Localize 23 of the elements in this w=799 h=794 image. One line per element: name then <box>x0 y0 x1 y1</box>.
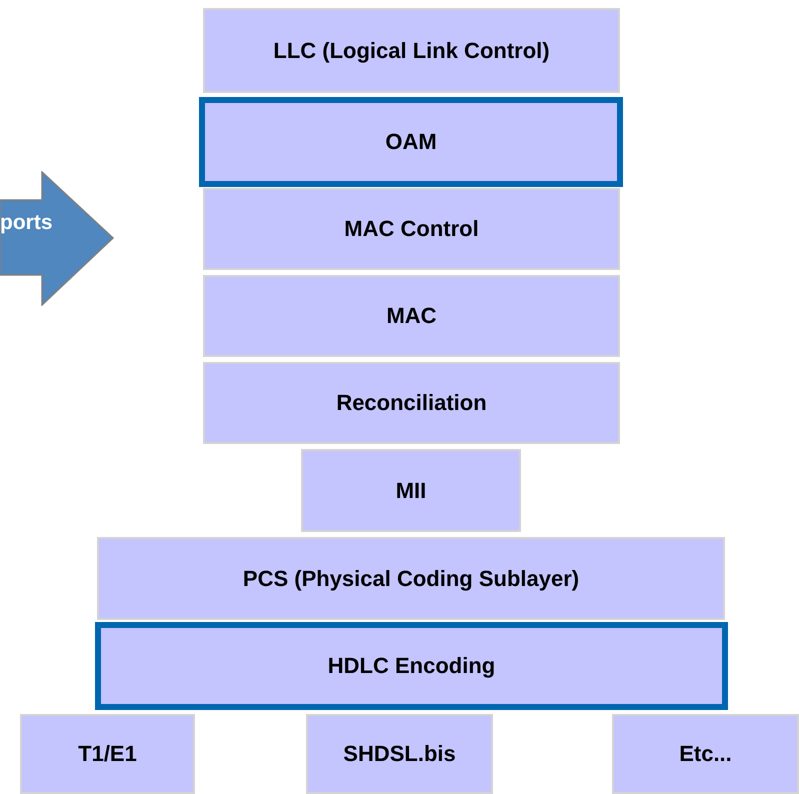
layer-box <box>20 714 195 794</box>
layer-label: LLC (Logical Link Control) <box>273 38 550 64</box>
layer-label: HDLC Encoding <box>328 653 496 679</box>
layer-box <box>203 362 620 444</box>
layer-label: Reconciliation <box>336 390 487 416</box>
layer-box <box>301 449 521 532</box>
layer-box <box>203 275 620 357</box>
highlighted-layer-box <box>95 622 728 710</box>
layer-box <box>203 188 620 270</box>
layer-label: T1/E1 <box>78 741 137 767</box>
layer-label: Etc... <box>679 741 732 767</box>
layer-box <box>306 714 493 794</box>
layer-label: MAC Control <box>344 216 479 242</box>
layer-label: MAC <box>386 303 437 329</box>
layer-label: MII <box>396 478 426 504</box>
highlighted-layer-box <box>199 97 623 187</box>
layer-label: SHDSL.bis <box>343 741 456 767</box>
layer-box <box>97 537 725 620</box>
layer-box <box>203 8 620 93</box>
layer-box <box>612 714 799 794</box>
arrow-label: ports <box>0 211 52 235</box>
layer-label: OAM <box>385 129 437 155</box>
layer-label: PCS (Physical Coding Sublayer) <box>242 566 580 592</box>
